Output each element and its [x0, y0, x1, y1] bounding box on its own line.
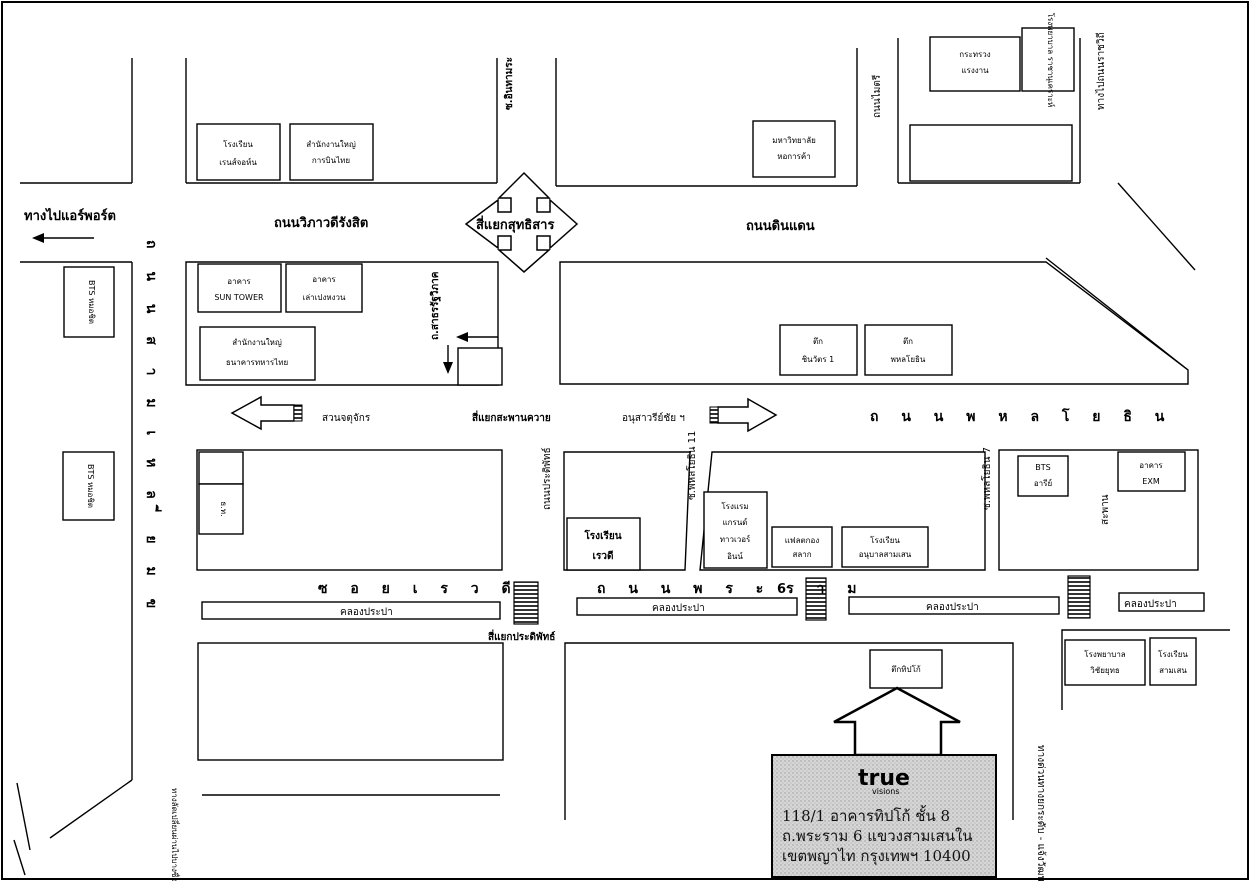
svg-text:สำนักงานใหญ่: สำนักงานใหญ่	[232, 338, 282, 347]
svg-text:แรงงาน: แรงงาน	[961, 66, 989, 75]
svg-text:ซ.พหลโยธิน 7: ซ.พหลโยธิน 7	[980, 447, 993, 510]
svg-text:สามเสน: สามเสน	[1159, 666, 1187, 675]
address-line-3: เขตพญาไท กรุงเทพฯ 10400	[782, 847, 971, 865]
svg-text:เรนส์จอห์น: เรนส์จอห์น	[219, 157, 257, 167]
svg-text:โรงพยาบาล ราชานุเคราะห์: โรงพยาบาล ราชานุเคราะห์	[1046, 13, 1056, 108]
svg-text:ทาวเวอร์: ทาวเวอร์	[720, 534, 751, 544]
svg-text:true: true	[858, 766, 910, 791]
crosswalk-2	[805, 577, 827, 621]
canal-label-4: คลองประปา	[1124, 599, 1177, 610]
svg-text:SUN TOWER: SUN TOWER	[214, 293, 264, 302]
svg-text:EXM: EXM	[1142, 477, 1160, 486]
svg-text:BTS หมอชิต: BTS หมอชิต	[87, 280, 96, 324]
svg-text:ธนาคารทหารไทย: ธนาคารทหารไทย	[226, 358, 288, 367]
svg-text:มหาวิทยาลัย: มหาวิทยาลัย	[772, 136, 816, 145]
svg-text:กระทรวง: กระทรวง	[959, 50, 991, 59]
place-labels: ทางไปแอร์พอร์ต สี่แยกสุทธิสาร สี่แยกสะพา…	[24, 207, 685, 643]
canal-label-2: คลองประปา	[652, 603, 705, 614]
road-phahonyothin: ถ น น พ ห ล โ ย ธิ น	[870, 407, 1173, 425]
road-labels: ถนนวิภาวดีรังสิต ถนนดินแดน ถ น น พ ห ล โ…	[143, 32, 1173, 881]
canal-label-3: คลองประปา	[926, 602, 979, 613]
svg-text:visions: visions	[872, 787, 899, 796]
svg-text:ซ.อินทามระ: ซ.อินทามระ	[503, 57, 515, 110]
svg-text:สะพาน: สะพาน	[1100, 494, 1111, 525]
svg-text:ซ.พหลโยธิน 11: ซ.พหลโยธิน 11	[685, 431, 698, 500]
road-lines	[13, 38, 1196, 876]
svg-text:โรงเรียน: โรงเรียน	[583, 529, 621, 542]
svg-text:สลาก: สลาก	[792, 550, 811, 559]
svg-text:ชินวัตร 1: ชินวัตร 1	[802, 355, 835, 364]
svg-text:เล่าเปงหงวน: เล่าเปงหงวน	[303, 293, 347, 302]
svg-text:ตึก: ตึก	[813, 337, 823, 346]
svg-text:อาคาร: อาคาร	[312, 275, 336, 284]
svg-text:ทางลัดเปลี่ยนผ่านไปบางซื่อ: ทางลัดเปลี่ยนผ่านไปบางซื่อ	[170, 788, 181, 881]
svg-text:อาคาร: อาคาร	[227, 277, 251, 286]
svg-text:BTS หมอชิต: BTS หมอชิต	[86, 464, 95, 508]
svg-text:ธ.ท.: ธ.ท.	[219, 501, 228, 516]
svg-text:ถนนไมตรี: ถนนไมตรี	[871, 74, 883, 118]
canals: คลองประปา คลองประปา คลองประปา คลองประปา	[201, 575, 1205, 625]
victory-monument: อนุสาวรีย์ชัย ฯ	[622, 412, 685, 424]
intersection-arrow	[464, 171, 579, 273]
svg-text:แกรนด์: แกรนด์	[723, 517, 748, 527]
target-building	[771, 754, 997, 878]
svg-text:ทางไปถนนราชวิถี: ทางไปถนนราชวิถี	[1095, 32, 1107, 110]
road-din-daeng: ถนนดินแดน	[746, 219, 815, 234]
chatuchak-park: สวนจตุจักร	[322, 413, 371, 424]
svg-text:สำนักงานใหญ่: สำนักงานใหญ่	[306, 140, 356, 149]
svg-text:6: 6	[777, 582, 786, 597]
crosswalk-1	[513, 581, 539, 625]
svg-text:อาคาร: อาคาร	[1139, 461, 1163, 470]
svg-text:อนุบาลสามเสน: อนุบาลสามเสน	[859, 550, 912, 559]
svg-text:ถ.สาธรรัฐวิภาค: ถ.สาธรรัฐวิภาค	[429, 271, 441, 340]
saphan-khwai-junction: สี่แยกสะพานควาย	[472, 410, 551, 424]
pradiphat-junction: สี่แยกประดิพัทธ์	[488, 629, 555, 643]
road-kamphaeng-phet: ถ น น ส า ม เ ห ล ี่ ย ม ข	[143, 240, 162, 617]
svg-text:พหลโยธิน: พหลโยธิน	[891, 354, 926, 364]
svg-text:BTS: BTS	[1035, 463, 1050, 472]
svg-text:อินน์: อินน์	[727, 551, 743, 561]
address-line-1: 118/1 อาคารทิปโก้ ชั้น 8	[782, 807, 951, 825]
svg-text:โรงเรียน: โรงเรียน	[1158, 649, 1188, 659]
svg-text:ถนนประดิพัทธ์: ถนนประดิพัทธ์	[541, 447, 553, 510]
destination-arrow	[833, 686, 961, 757]
svg-text:โรงเรียน: โรงเรียน	[870, 535, 900, 545]
canal-label-1: คลองประปา	[340, 607, 393, 618]
svg-text:อารีย์: อารีย์	[1034, 478, 1052, 488]
to-airport: ทางไปแอร์พอร์ต	[24, 207, 116, 224]
svg-text:เรวดี: เรวดี	[593, 550, 614, 562]
true-visions-logo: true visions	[858, 766, 910, 796]
svg-text:ตึกทิปโก้: ตึกทิปโก้	[891, 664, 921, 674]
svg-text:การบินไทย: การบินไทย	[312, 156, 350, 165]
svg-text:วิชัยยุทธ: วิชัยยุทธ	[1090, 666, 1120, 675]
svg-text:ทางด่วนทางยกระดับ - แจ้งวัฒนะ: ทางด่วนทางยกระดับ - แจ้งวัฒนะ	[1035, 745, 1047, 881]
svg-text:หอการค้า: หอการค้า	[777, 152, 811, 161]
svg-text:โรงเรียน: โรงเรียน	[223, 139, 253, 149]
svg-text:โรงพยาบาล: โรงพยาบาล	[1084, 649, 1126, 659]
road-soi-rewadi: ซ อ ย เ ร ว ดี	[318, 581, 520, 597]
svg-text:ตึก: ตึก	[903, 337, 913, 346]
road-rama6: ถ น น พ ร ะ ร า ม	[597, 581, 866, 597]
address-block: 118/1 อาคารทิปโก้ ชั้น 8 ถ.พระราม 6 แขวง…	[782, 806, 992, 866]
arrows	[32, 171, 961, 757]
sutthisan-junction: สี่แยกสุทธิสาร	[476, 215, 555, 233]
svg-text:โรงแรม: โรงแรม	[721, 501, 748, 511]
crosswalk-3	[1067, 575, 1091, 619]
road-vibhavadi: ถนนวิภาวดีรังสิต	[274, 215, 368, 231]
svg-text:แฟลตกอง: แฟลตกอง	[785, 536, 820, 545]
buildings: โรงเรียน เรนส์จอห์น สำนักงานใหญ่ การบินไ…	[62, 13, 1197, 689]
address-line-2: ถ.พระราม 6 แขวงสามเสนใน	[782, 827, 973, 845]
